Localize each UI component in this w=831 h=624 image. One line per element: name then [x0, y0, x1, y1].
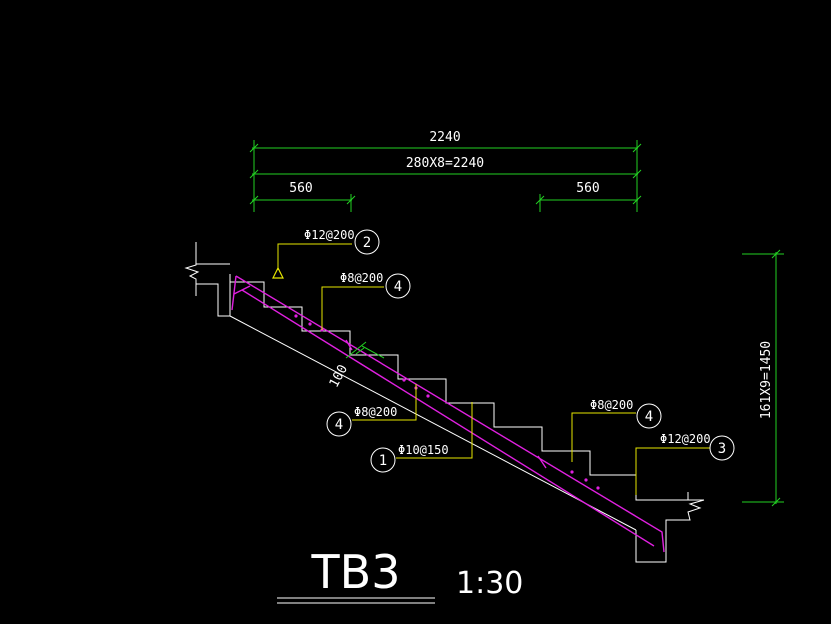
- callout-labels: Φ12@200 2 Φ8@200 4 Φ8@200 4 Φ10@150 1 Φ8…: [304, 228, 735, 473]
- callout-4c-bubble: [636, 403, 662, 429]
- callout-3-label: Φ12@200: [660, 432, 711, 446]
- height-dimension: 161X9=1450: [742, 249, 784, 507]
- callout-2-id: 2: [363, 235, 371, 251]
- callout-4c-id: 4: [645, 409, 653, 425]
- rebar-dot: [294, 314, 298, 318]
- callout-4a-bubble: [385, 273, 411, 299]
- dim-right-segment: 560: [576, 181, 599, 196]
- rebar-dot: [570, 470, 574, 474]
- callout-4b-label: Φ8@200: [354, 405, 397, 419]
- thickness-dimension: 100: [327, 341, 385, 390]
- rebar-dot: [308, 322, 312, 326]
- dim-left-segment: 560: [289, 181, 312, 196]
- callout-4c-label: Φ8@200: [590, 398, 633, 412]
- rebar-dot: [584, 478, 588, 482]
- rebar-dot: [402, 378, 406, 382]
- warning-triangle-icon: [272, 266, 284, 279]
- top-dimensions: 2240 280X8=2240 560 560: [249, 130, 642, 212]
- callout-3-bubble: [709, 435, 735, 461]
- drawing-title: TB3: [311, 545, 401, 599]
- callout-4b-bubble: [326, 411, 352, 437]
- rebar-dot: [596, 486, 600, 490]
- callout-4a-id: 4: [394, 279, 402, 295]
- callout-1-bubble: [370, 447, 396, 473]
- callout-2-bubble: [354, 229, 380, 255]
- callout-4a-label: Φ8@200: [340, 271, 383, 285]
- callout-1-id: 1: [379, 453, 387, 469]
- callout-1-label: Φ10@150: [398, 443, 449, 457]
- drawing-scale: 1:30: [456, 566, 523, 601]
- dim-thickness: 100: [327, 362, 351, 390]
- rebar: [231, 275, 665, 553]
- callout-4b-id: 4: [335, 417, 343, 433]
- dim-height: 161X9=1450: [759, 341, 774, 419]
- callout-leaders: [272, 243, 710, 495]
- dim-total: 2240: [429, 130, 460, 145]
- rebar-dot: [426, 394, 430, 398]
- title-block: TB3 1:30: [277, 545, 523, 604]
- callout-3-id: 3: [718, 441, 726, 457]
- callout-2-label: Φ12@200: [304, 228, 355, 242]
- dim-steps-width: 280X8=2240: [406, 156, 484, 171]
